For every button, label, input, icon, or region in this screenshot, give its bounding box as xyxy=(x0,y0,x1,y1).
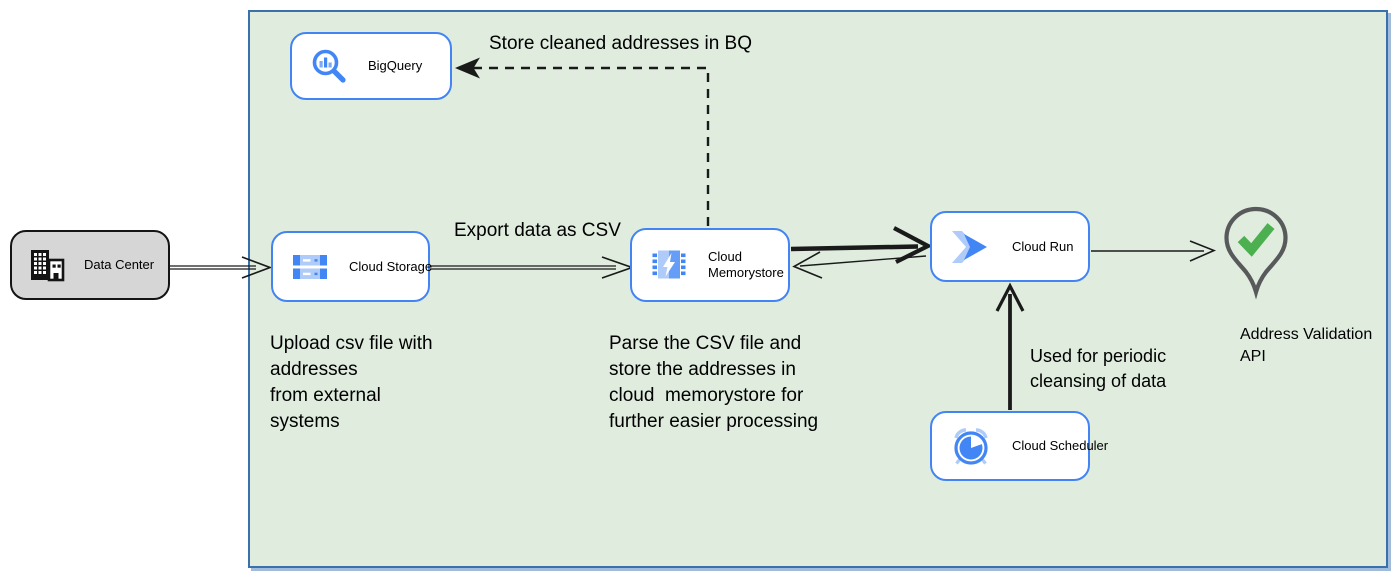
label-address-validation-api: Address Validation API xyxy=(1240,326,1373,365)
edge-storage-to-memorystore xyxy=(430,256,635,279)
edge-datacenter-to-storage xyxy=(170,256,273,279)
annotation-periodic-note: Used for periodic cleansing of data xyxy=(1030,346,1167,391)
cloud-run-icon xyxy=(949,229,993,265)
edge-run-to-validation xyxy=(1091,240,1217,262)
annotation-store-bq: Store cleaned addresses in BQ xyxy=(489,33,752,54)
node-cloud-memorystore: Cloud Memorystore xyxy=(630,228,790,302)
cloud-memorystore-icon xyxy=(649,245,689,285)
node-data-center: Data Center xyxy=(10,230,170,300)
edge-memorystore-to-bigquery xyxy=(455,57,710,226)
address-validation-pin-icon xyxy=(1224,206,1288,300)
node-bigquery: BigQuery xyxy=(290,32,452,100)
node-label-cloud-scheduler: Cloud Scheduler xyxy=(1012,438,1109,453)
edge-memorystore-to-run xyxy=(790,226,933,264)
cloud-scheduler-icon xyxy=(949,424,993,468)
node-label-bigquery: BigQuery xyxy=(368,58,423,73)
node-cloud-scheduler: Cloud Scheduler xyxy=(930,411,1108,481)
node-label-data-center: Data Center xyxy=(84,257,155,272)
node-cloud-run: Cloud Run xyxy=(930,211,1090,282)
node-label-cloud-memorystore: Cloud Memorystore xyxy=(708,249,784,280)
edge-run-to-memorystore xyxy=(792,251,927,279)
edge-scheduler-to-run xyxy=(995,282,1025,410)
node-cloud-storage: Cloud Storage xyxy=(271,231,433,302)
gcp-boundary-container xyxy=(248,10,1388,568)
bigquery-icon xyxy=(309,46,349,86)
annotation-export-csv: Export data as CSV xyxy=(454,220,621,241)
node-label-cloud-run: Cloud Run xyxy=(1012,238,1074,254)
data-center-icon xyxy=(29,248,65,282)
cloud-storage-icon xyxy=(290,249,330,285)
annotation-upload-note: Upload csv file with addresses from exte… xyxy=(270,333,433,432)
annotation-parse-note: Parse the CSV file and store the address… xyxy=(609,333,819,432)
node-label-cloud-storage: Cloud Storage xyxy=(349,258,433,274)
